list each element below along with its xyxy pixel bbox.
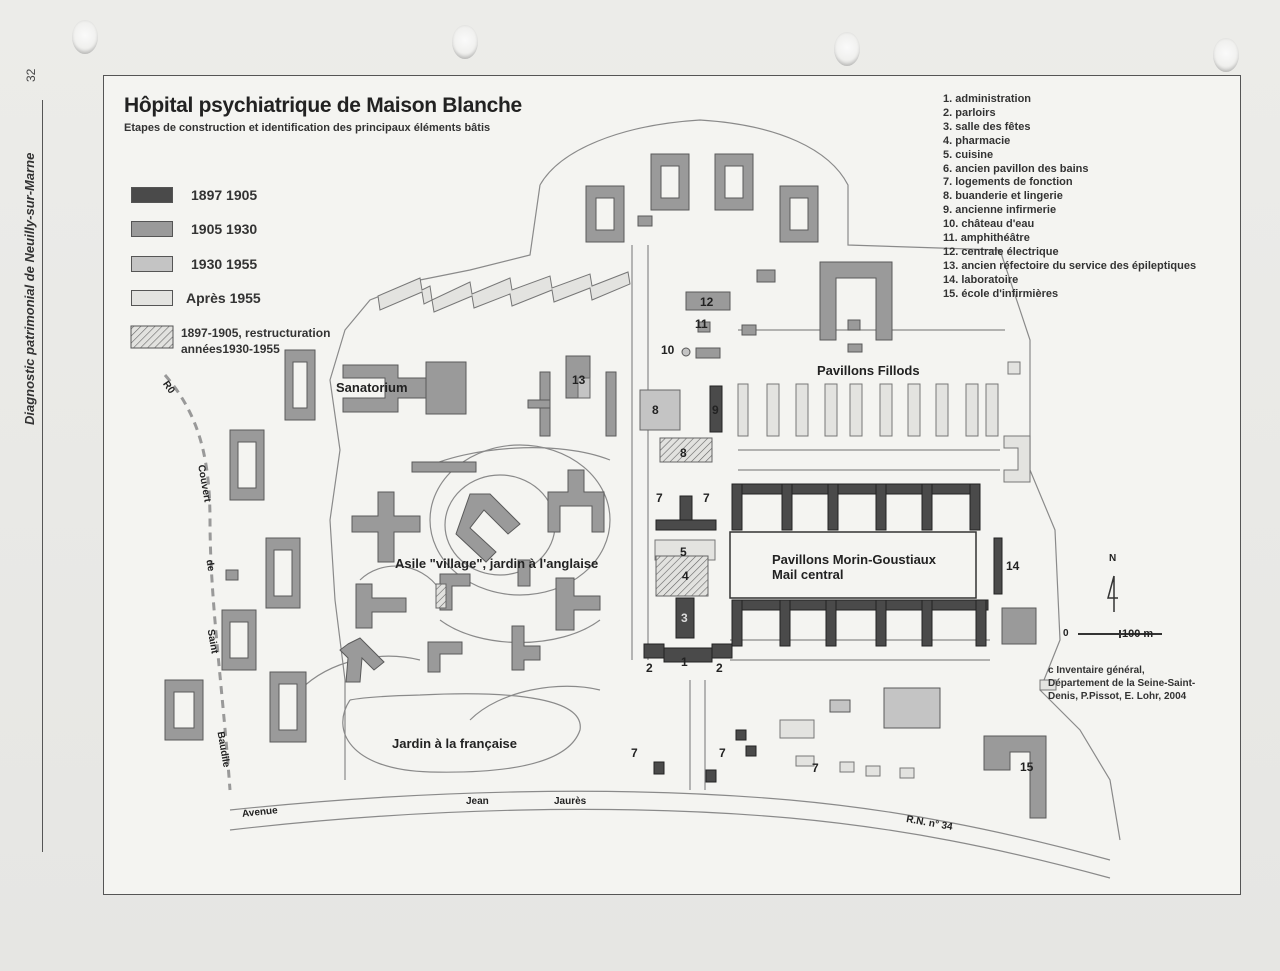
legend-swatch	[131, 221, 173, 237]
legend-label: 1905 1930	[191, 221, 258, 237]
building-number: 12	[700, 295, 714, 309]
building-number: 3	[681, 611, 688, 625]
legend-label: Après 1955	[186, 290, 261, 306]
key-item: 12. centrale électrique	[943, 245, 1059, 258]
area-label-sanatorium: Sanatorium	[336, 380, 408, 395]
buildings-after-1955	[377, 271, 1057, 779]
key-item: 15. école d'infirmières	[943, 287, 1059, 300]
buildings-1930-1955	[435, 377, 713, 609]
building-number: 15	[1020, 760, 1034, 774]
legend-swatch	[131, 187, 173, 203]
key-item: 3. salle des fêtes	[943, 120, 1031, 133]
street-label: Jean	[466, 796, 489, 807]
area-label-mail: Mail central	[772, 567, 844, 582]
legend-hatch-label: 1897-1905, restructuration années1930-19…	[181, 325, 330, 357]
legend-swatch	[131, 256, 173, 272]
key-item: 1. administration	[943, 93, 1032, 105]
building-number: 7	[631, 746, 638, 760]
building-number: 13	[572, 373, 586, 387]
building-number: 7	[719, 746, 726, 760]
punch-hole	[834, 32, 860, 66]
buildings-1897-1905	[643, 385, 1003, 783]
legend-hatch-line: années1930-1955	[181, 342, 280, 356]
key-item: 10. château d'eau	[943, 218, 1035, 231]
scale-label: 100 m	[1122, 628, 1154, 640]
key-item: 9. ancienne infirmerie	[943, 204, 1057, 217]
legend-label: 1930 1955	[191, 256, 258, 272]
map-subtitle: Etapes de construction et identification…	[124, 122, 491, 134]
legend-label: 1897 1905	[191, 187, 258, 203]
side-rule	[42, 100, 43, 852]
credit-line: c Inventaire général,	[1048, 665, 1145, 676]
scale-bar	[1078, 630, 1162, 638]
key-item: 13. ancien réfectoire du service des épi…	[943, 259, 1197, 272]
chateau-d-eau	[681, 347, 691, 357]
north-arrow	[1107, 575, 1118, 612]
punch-hole	[1213, 38, 1239, 72]
street-label: Jaurès	[554, 796, 587, 807]
building-number: 8	[652, 403, 659, 417]
building-number: 14	[1006, 559, 1020, 573]
key-item: 6. ancien pavillon des bains	[943, 162, 1089, 175]
map-title: Hôpital psychiatrique de Maison Blanche	[124, 94, 522, 117]
map-frame	[103, 75, 1241, 895]
building-number: 2	[646, 661, 653, 675]
key-item: 2. parloirs	[943, 106, 996, 119]
key-item: 4. pharmacie	[943, 134, 1011, 147]
area-label-fillods: Pavillons Fillods	[817, 363, 920, 378]
scale-zero: 0	[1063, 628, 1069, 639]
key-item: 11. amphithéâtre	[943, 232, 1030, 245]
legend-hatch-swatch	[130, 325, 174, 349]
area-label-asile: Asile "village", jardin à l'anglaise	[395, 556, 599, 571]
buildings-1905-1930	[164, 153, 1047, 819]
area-label-morin: Pavillons Morin-Goustiaux	[772, 552, 936, 567]
building-number: 10	[661, 343, 675, 357]
building-number: 1	[681, 655, 688, 669]
building-number: 9	[712, 403, 719, 417]
punch-hole	[72, 20, 98, 54]
building-key: 1. administration 2. parloirs 3. salle d…	[943, 93, 1196, 302]
key-item: 8. buanderie et lingerie	[943, 190, 1063, 203]
credit: c Inventaire général, Département de la …	[1048, 664, 1195, 703]
punch-hole	[452, 25, 478, 59]
credit-line: Département de la Seine-Saint-	[1048, 678, 1196, 689]
building-number: 8	[680, 446, 687, 460]
building-number: 5	[680, 545, 687, 559]
key-item: 5. cuisine	[943, 148, 994, 161]
legend-hatch-line: 1897-1905, restructuration	[181, 326, 331, 340]
area-label-jardin: Jardin à la française	[392, 736, 518, 751]
dashed-route	[163, 374, 232, 791]
street-label: de	[203, 558, 217, 573]
building-number: 7	[812, 761, 819, 775]
legend-swatch	[131, 290, 173, 306]
credit-line: Denis, P.Pissot, E. Lohr, 2004	[1048, 691, 1187, 702]
key-item: 7. logements de fonction	[943, 176, 1073, 189]
building-number: 2	[716, 661, 723, 675]
key-item: 14. laboratoire	[943, 273, 1019, 286]
north-label: N	[1109, 553, 1117, 564]
building-number: 7	[703, 491, 710, 505]
building-number: 4	[682, 569, 689, 583]
building-number: 7	[656, 491, 663, 505]
building-number: 11	[695, 317, 708, 331]
mail-central-box	[729, 531, 977, 599]
